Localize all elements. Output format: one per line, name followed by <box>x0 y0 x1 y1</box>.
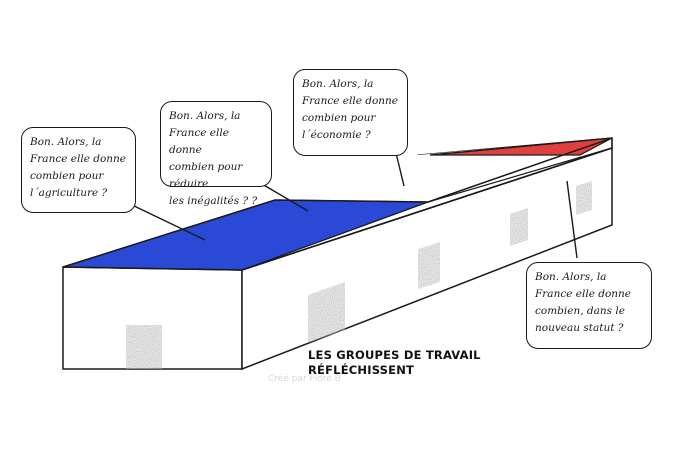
pointer-statut <box>566 180 578 259</box>
bubble-pointers <box>129 152 578 259</box>
speech-bubble-economie: Bon. Alors, la France elle donne combien… <box>293 69 408 156</box>
door-front <box>126 325 162 369</box>
door-side-2 <box>418 242 440 289</box>
door-side-4 <box>576 181 592 215</box>
roof-ridge-line <box>429 137 613 156</box>
pointer-economie <box>395 152 405 187</box>
roof-white-middle <box>242 138 612 270</box>
doors <box>126 181 592 369</box>
speech-bubble-statut: Bon. Alors, la France elle donne combien… <box>526 262 652 349</box>
speech-bubble-inegalites: Bon. Alors, la France elle donne combien… <box>160 101 272 207</box>
speech-bubble-agriculture: Bon. Alors, la France elle donne combien… <box>21 127 136 213</box>
door-side-3 <box>510 208 528 246</box>
pointer-inegalites <box>261 183 309 212</box>
caption-text: LES GROUPES DE TRAVAIL RÉFLÉCHISSENT <box>308 348 481 377</box>
watermark-text: Créé par Flore B <box>268 374 341 384</box>
pointer-agriculture <box>129 203 206 241</box>
door-side-1 <box>308 282 345 343</box>
